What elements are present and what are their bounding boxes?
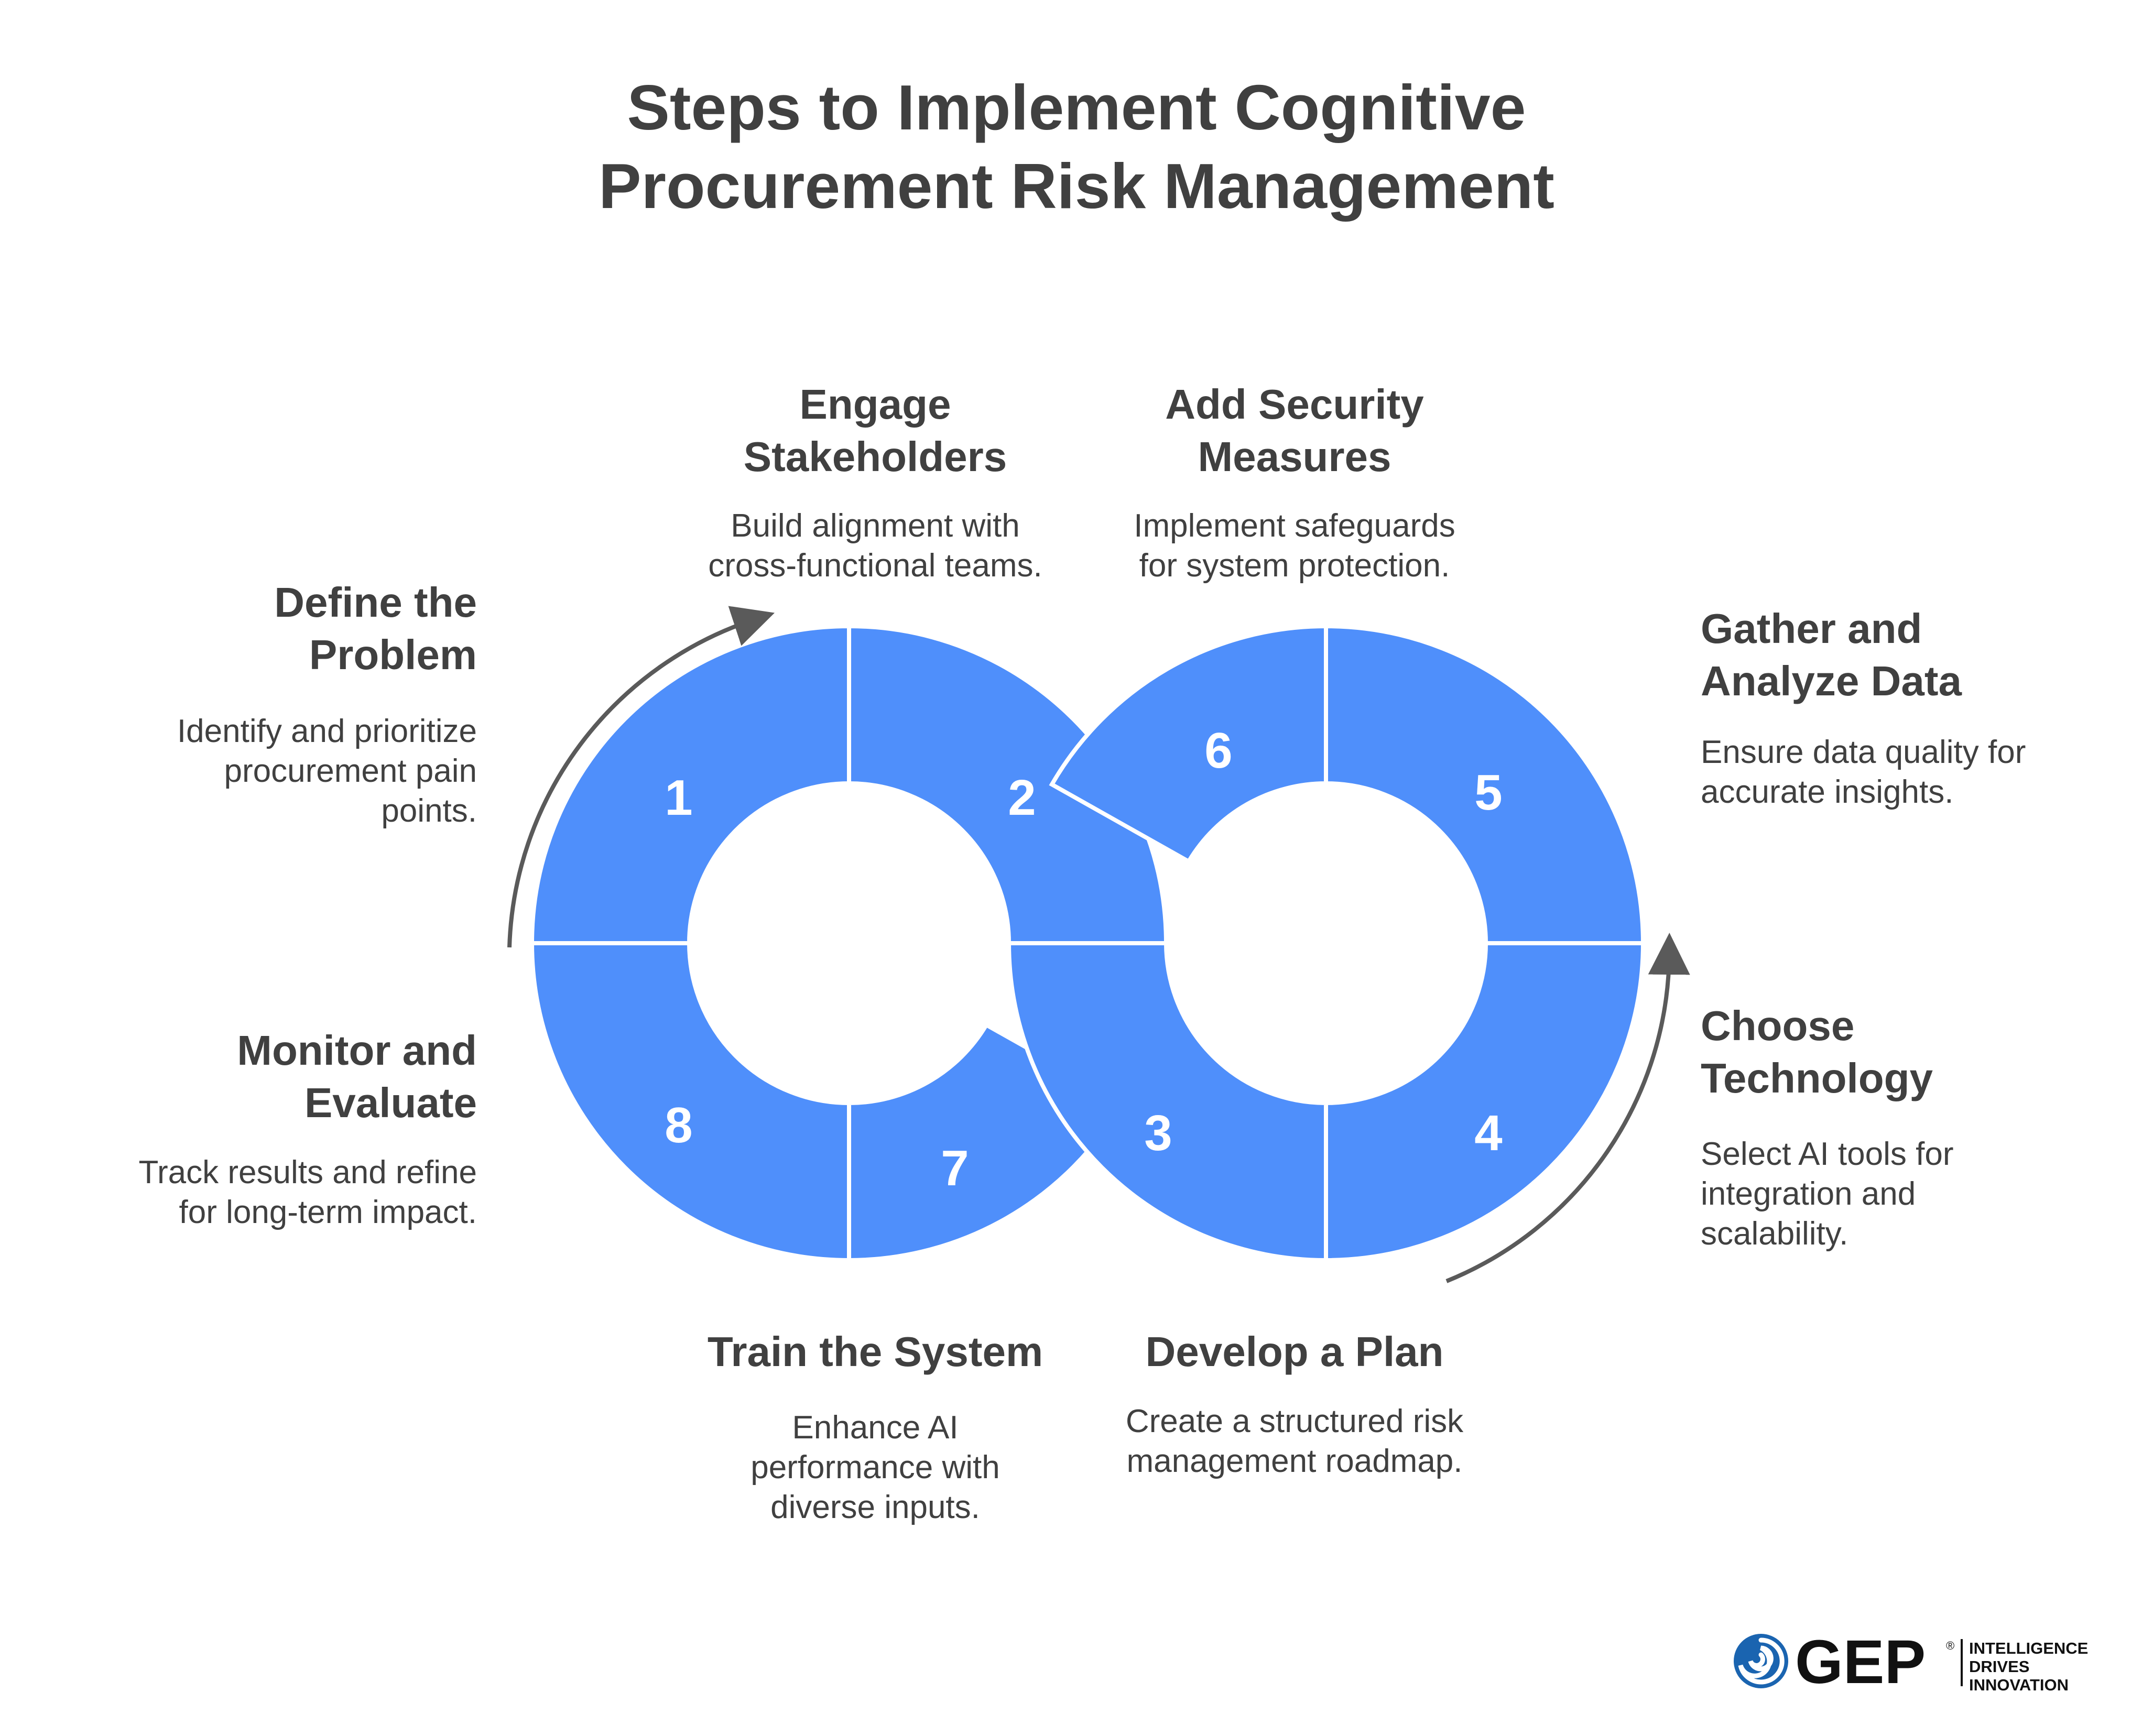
title-line-1: Steps to Implement Cognitive [627,72,1526,143]
step-5-description: Ensure data quality for accurate insight… [1701,734,2026,810]
step-4-title: Choose Technology [1701,1002,1933,1101]
segment-6 [1049,624,1328,865]
step-number-5: 5 [1474,765,1502,821]
logo-tagline-1: INTELLIGENCE [1969,1639,2088,1657]
segment-8 [529,941,851,1263]
logo-tagline-3: INNOVATION [1969,1676,2069,1694]
step-1-title: Define the Problem [274,579,477,678]
segment-2 [847,624,1169,945]
step-number-4: 4 [1474,1105,1502,1161]
segment-4 [1324,941,1646,1263]
step-8-description: Track results and refine for long-term i… [138,1154,477,1230]
segment-3 [1006,941,1328,1263]
step-6-title: Add Security Measures [1165,381,1424,480]
step-3-description: Create a structured risk management road… [1125,1403,1464,1479]
step-1-description: Identify and prioritize procurement pain… [177,713,477,829]
step-2-description: Build alignment with cross-functional te… [708,508,1042,584]
page-title: Steps to Implement Cognitive Procurement… [0,68,2153,225]
step-number-8: 8 [665,1097,692,1153]
step-6-description: Implement safeguards for system protecti… [1134,508,1455,584]
gep-swirl-icon [1734,1634,1788,1688]
logo-divider [1961,1639,1963,1686]
flow-arrow-left [507,606,775,948]
step-number-1: 1 [665,770,692,826]
step-number-6: 6 [1204,723,1232,779]
step-2-title: Engage Stakeholders [743,381,1007,480]
segment-5 [1324,624,1646,945]
step-4-description: Select AI tools for integration and scal… [1701,1136,1954,1252]
step-number-7: 7 [941,1140,969,1196]
logo-brand: GEP [1795,1628,1926,1697]
step-8-title: Monitor and Evaluate [237,1027,477,1126]
title-line-2: Procurement Risk Management [599,150,1554,222]
step-3-title: Develop a Plan [1145,1328,1444,1375]
logo-registered: ® [1946,1639,1954,1652]
step-5-title: Gather and Analyze Data [1701,605,1962,704]
step-number-3: 3 [1144,1105,1172,1161]
flow-arrow-right [1445,933,1690,1283]
segment-1 [529,624,851,945]
step-number-2: 2 [1008,770,1036,826]
step-7-description: Enhance AI performance with diverse inpu… [751,1410,1000,1525]
gep-logo: GEP ® INTELLIGENCE DRIVES INNOVATION [1734,1628,2088,1697]
step-7-title: Train the System [707,1328,1043,1375]
logo-tagline-2: DRIVES [1969,1657,2029,1676]
